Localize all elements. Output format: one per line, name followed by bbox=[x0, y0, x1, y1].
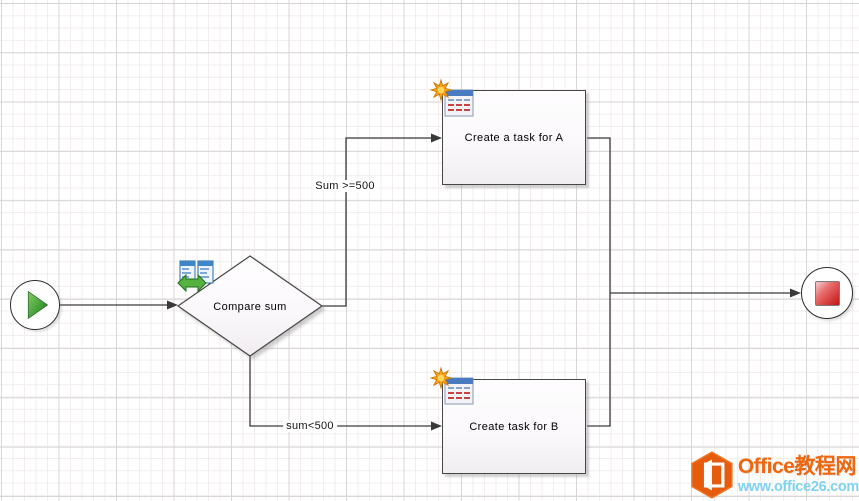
connector-decision-to-task-a[interactable] bbox=[321, 137, 433, 307]
office-hexagon-logo-icon bbox=[691, 451, 733, 499]
end-node[interactable] bbox=[801, 267, 853, 319]
arrowhead-into-decision bbox=[167, 300, 178, 310]
arrowhead-into-task-a bbox=[431, 133, 442, 143]
compare-tables-icon bbox=[177, 260, 214, 293]
stop-icon bbox=[814, 280, 840, 306]
connector-tasks-merge[interactable] bbox=[587, 137, 611, 427]
arrowhead-into-task-b bbox=[431, 421, 442, 431]
task-a-label: Create a task for A bbox=[464, 131, 564, 144]
decision-node[interactable]: Compare sum bbox=[172, 252, 328, 362]
play-icon bbox=[27, 290, 49, 320]
edge-label-sum-lt[interactable]: sum<500 bbox=[283, 420, 337, 432]
watermark-site-name: Office教程网 bbox=[737, 454, 857, 478]
edge-label-sum-ge[interactable]: Sum >=500 bbox=[312, 180, 378, 192]
new-task-icon-a bbox=[429, 78, 474, 117]
watermark: Office教程网 www.office26.com bbox=[690, 449, 859, 501]
new-task-icon-b bbox=[429, 366, 474, 405]
connector-decision-to-task-b[interactable] bbox=[249, 356, 433, 427]
start-node[interactable] bbox=[10, 280, 60, 330]
decision-label: Compare sum bbox=[213, 301, 287, 313]
watermark-site-url: www.office26.com bbox=[737, 478, 859, 495]
task-b-label: Create task for B bbox=[469, 420, 559, 433]
arrowhead-into-end bbox=[790, 288, 801, 298]
